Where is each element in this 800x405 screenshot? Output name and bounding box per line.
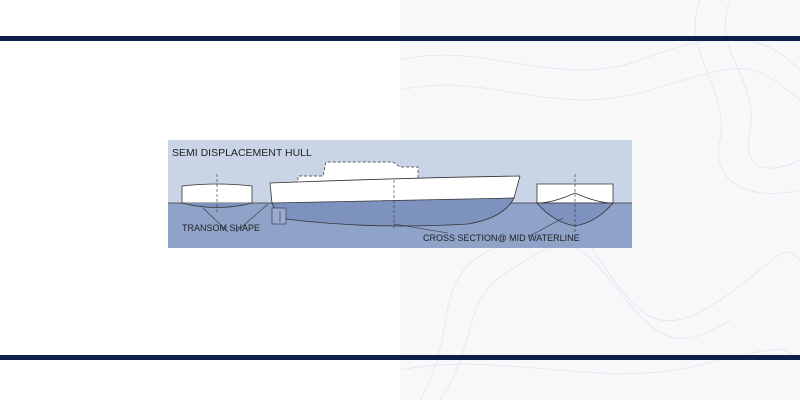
- boat-profile: [269, 161, 521, 234]
- bottom-divider-bar: [0, 355, 800, 360]
- transom-view: [181, 174, 269, 233]
- cross-section-view: [527, 174, 614, 238]
- diagram-title: SEMI DISPLACEMENT HULL: [172, 147, 312, 159]
- top-divider-bar: [0, 36, 800, 41]
- transom-shape-label: TRANSOM SHAPE: [182, 223, 260, 233]
- hull-diagram: SEMI DISPLACEMENT HULL TRANSOM SHAPE CRO…: [168, 140, 632, 248]
- cross-section-label: CROSS SECTION@ MID WATERLINE: [423, 233, 580, 243]
